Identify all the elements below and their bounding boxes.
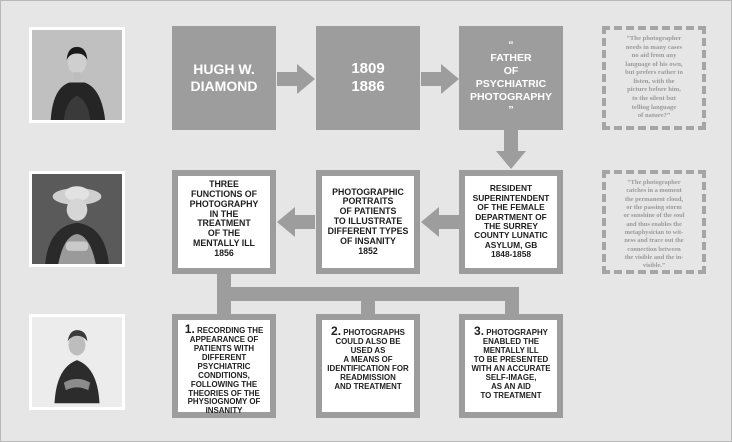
name-label: HUGH W. DIAMOND <box>190 61 258 94</box>
box-function-2: 2. Photographs could also be used as a m… <box>316 314 420 418</box>
function-1-number: 1. <box>184 322 195 336</box>
arrow-title-to-superintendent <box>496 129 526 169</box>
portrait-photo-diamond <box>29 27 125 123</box>
box-father-title: “ FATHER OF PSYCHIATRIC PHOTOGRAPHY ” <box>459 26 563 130</box>
function-2-body: Photographs could also be used as a mean… <box>327 328 409 391</box>
arrow-portraits-to-functions <box>277 207 315 237</box>
box-superintendent: RESIDENT SUPERINTENDENT OF THE FEMALE DE… <box>459 170 563 274</box>
connector-drop-3 <box>505 287 519 315</box>
portrait-photo-patient-seated <box>29 314 125 410</box>
box-name: HUGH W. DIAMOND <box>172 26 276 130</box>
lifespan-label: 1809 1886 <box>351 60 385 95</box>
arrow-superintendent-to-portraits <box>421 207 459 237</box>
arrow-name-to-years <box>277 64 315 94</box>
box-three-functions: THREE FUNCTIONS OF PHOTOGRAPHY IN THE TR… <box>172 170 276 274</box>
box-function-3: 3. Photography enabled the mentally ill … <box>459 314 563 418</box>
portrait-photo-patient-hat <box>29 171 125 267</box>
quote-2-text: “The photographer catches in a moment th… <box>623 179 685 270</box>
function-3-body: Photography enabled the mentally ill to … <box>471 328 551 400</box>
function-3-number: 3. <box>474 324 485 338</box>
function-3-text: 3. Photography enabled the mentally ill … <box>471 324 551 400</box>
function-2-text: 2. Photographs could also be used as a m… <box>327 324 409 392</box>
quote-1-text: “The photographer needs in many cases no… <box>625 35 683 120</box>
function-1-body: Recording the appearance of patients wit… <box>187 326 264 416</box>
quote-box-2: “The photographer catches in a moment th… <box>602 170 706 274</box>
quote-box-1: “The photographer needs in many cases no… <box>602 26 706 130</box>
function-2-number: 2. <box>331 324 342 338</box>
superintendent-label: RESIDENT SUPERINTENDENT OF THE FEMALE DE… <box>472 183 550 260</box>
connector-drop-2 <box>361 287 375 315</box>
photographic-portraits-label: PHOTOGRAPHIC PORTRAITS OF PATIENTS TO IL… <box>327 186 409 256</box>
function-1-text: 1. Recording the appearance of patients … <box>184 322 264 416</box>
box-lifespan: 1809 1886 <box>316 26 420 130</box>
box-photographic-portraits: PHOTOGRAPHIC PORTRAITS OF PATIENTS TO IL… <box>316 170 420 274</box>
father-title-label: “ FATHER OF PSYCHIATRIC PHOTOGRAPHY ” <box>469 38 553 117</box>
box-function-1: 1. Recording the appearance of patients … <box>172 314 276 418</box>
arrow-years-to-title <box>421 64 459 94</box>
three-functions-label: THREE FUNCTIONS OF PHOTOGRAPHY IN THE TR… <box>189 179 259 258</box>
